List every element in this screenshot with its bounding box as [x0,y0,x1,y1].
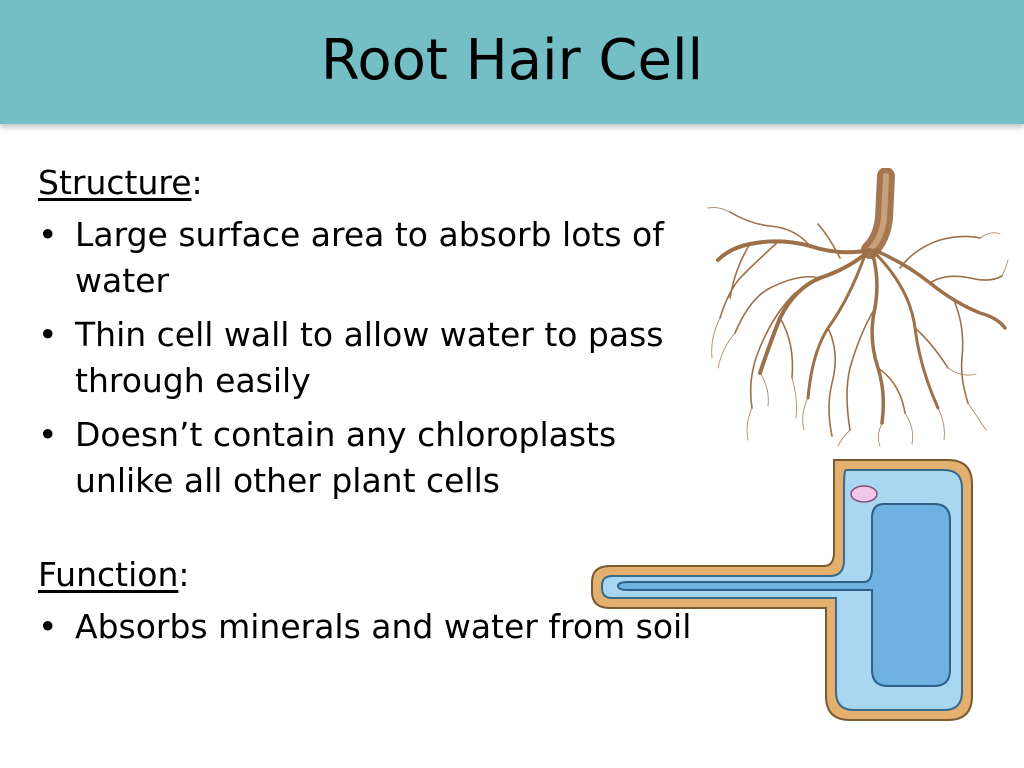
function-heading-label: Function [38,555,179,594]
bullet-icon: • [38,215,58,254]
list-item: • Large surface area to absorb lots of wa… [38,212,718,304]
function-heading: Function: [38,552,718,598]
slide-content: Structure: • Large surface area to absorb… [38,160,718,658]
list-item: • Thin cell wall to allow water to pass t… [38,312,718,404]
structure-list: • Large surface area to absorb lots of wa… [38,212,718,504]
title-bar: Root Hair Cell [0,0,1024,124]
list-item-text: Doesn’t contain any chloroplasts unlike … [75,415,617,500]
plant-root-photo [707,168,1009,447]
bullet-icon: • [38,315,58,354]
bullet-icon: • [38,415,58,454]
structure-heading-label: Structure [38,163,192,202]
bullet-icon: • [38,607,58,646]
structure-heading-colon: : [191,163,203,202]
function-heading-colon: : [178,555,190,594]
root-hair-cell-diagram [591,459,973,721]
list-item-text: Thin cell wall to allow water to pass th… [75,315,664,400]
list-item-text: Large surface area to absorb lots of wat… [75,215,664,300]
list-item-text: Absorbs minerals and water from soil [75,607,692,646]
list-item: • Doesn’t contain any chloroplasts unlike… [38,412,718,504]
structure-heading: Structure: [38,160,718,206]
list-item: • Absorbs minerals and water from soil [38,604,718,650]
function-list: • Absorbs minerals and water from soil [38,604,718,650]
slide-title: Root Hair Cell [320,28,704,93]
